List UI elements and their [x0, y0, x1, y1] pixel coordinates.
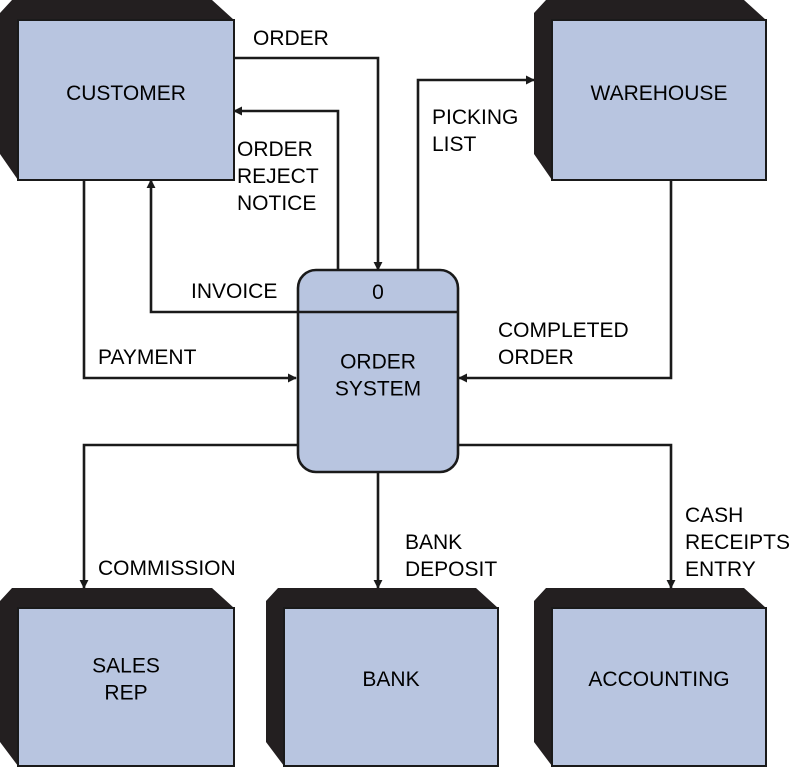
label-order-reject-notice-line: NOTICE [237, 192, 316, 215]
process-order-system: 0 ORDER SYSTEM [296, 268, 460, 474]
label-order-reject-notice-line: REJECT [237, 165, 319, 188]
entity-sales-rep-label-line: REP [104, 682, 147, 705]
entity-warehouse-label: WAREHOUSE [591, 82, 728, 105]
entity-sales-rep-label-line: SALES [92, 655, 160, 678]
flow-picking-list [416, 75, 535, 270]
process-name-line: SYSTEM [335, 378, 421, 401]
label-order: ORDER [253, 27, 329, 50]
label-completed-order-line: COMPLETED [498, 319, 629, 342]
label-order-line: ORDER [253, 27, 329, 50]
flow-cash-receipts-entry [458, 443, 676, 589]
entity-accounting: ACCOUNTING [534, 588, 767, 767]
entity-sales-rep: SALES REP [0, 588, 235, 767]
label-bank-deposit: BANK DEPOSIT [405, 531, 497, 581]
label-invoice: INVOICE [191, 280, 277, 303]
label-invoice-line: INVOICE [191, 280, 277, 303]
entity-bank-label: BANK [362, 668, 419, 691]
label-completed-order-line: ORDER [498, 346, 574, 369]
flow-completed-order [458, 180, 673, 383]
entity-customer: CUSTOMER [0, 0, 235, 181]
label-picking-list-line: PICKING [432, 106, 518, 129]
entity-accounting-label-line: ACCOUNTING [588, 668, 729, 691]
process-number: 0 [372, 281, 384, 304]
label-commission-line: COMMISSION [98, 557, 236, 580]
label-picking-list: PICKING LIST [432, 106, 518, 156]
label-bank-deposit-line: BANK [405, 531, 462, 554]
entity-customer-label: CUSTOMER [66, 82, 186, 105]
flow-order [233, 56, 383, 271]
label-completed-order: COMPLETED ORDER [498, 319, 629, 369]
entity-sales-rep-label: SALES REP [92, 655, 160, 705]
flow-order-reject-notice [233, 106, 340, 270]
entity-warehouse-label-line: WAREHOUSE [591, 82, 728, 105]
entity-bank: BANK [266, 588, 499, 767]
label-commission: COMMISSION [98, 557, 236, 580]
label-payment: PAYMENT [98, 346, 197, 369]
entity-customer-label-line: CUSTOMER [66, 82, 186, 105]
label-payment-line: PAYMENT [98, 346, 197, 369]
label-cash-receipts-entry-line: ENTRY [685, 558, 756, 581]
flow-invoice [146, 179, 298, 314]
label-order-reject-notice: ORDER REJECT NOTICE [237, 138, 319, 215]
flow-commission [79, 443, 298, 589]
label-picking-list-line: LIST [432, 133, 477, 156]
label-order-reject-notice-line: ORDER [237, 138, 313, 161]
entity-bank-label-line: BANK [362, 668, 419, 691]
entity-accounting-label: ACCOUNTING [588, 668, 729, 691]
label-bank-deposit-line: DEPOSIT [405, 558, 497, 581]
label-cash-receipts-entry: CASH RECEIPTS ENTRY [685, 504, 790, 581]
process-name: ORDER SYSTEM [335, 351, 421, 401]
flow-payment [82, 180, 297, 383]
entity-warehouse: WAREHOUSE [534, 0, 767, 181]
process-name-line: ORDER [340, 351, 416, 374]
label-cash-receipts-entry-line: CASH [685, 504, 743, 527]
label-cash-receipts-entry-line: RECEIPTS [685, 531, 790, 554]
